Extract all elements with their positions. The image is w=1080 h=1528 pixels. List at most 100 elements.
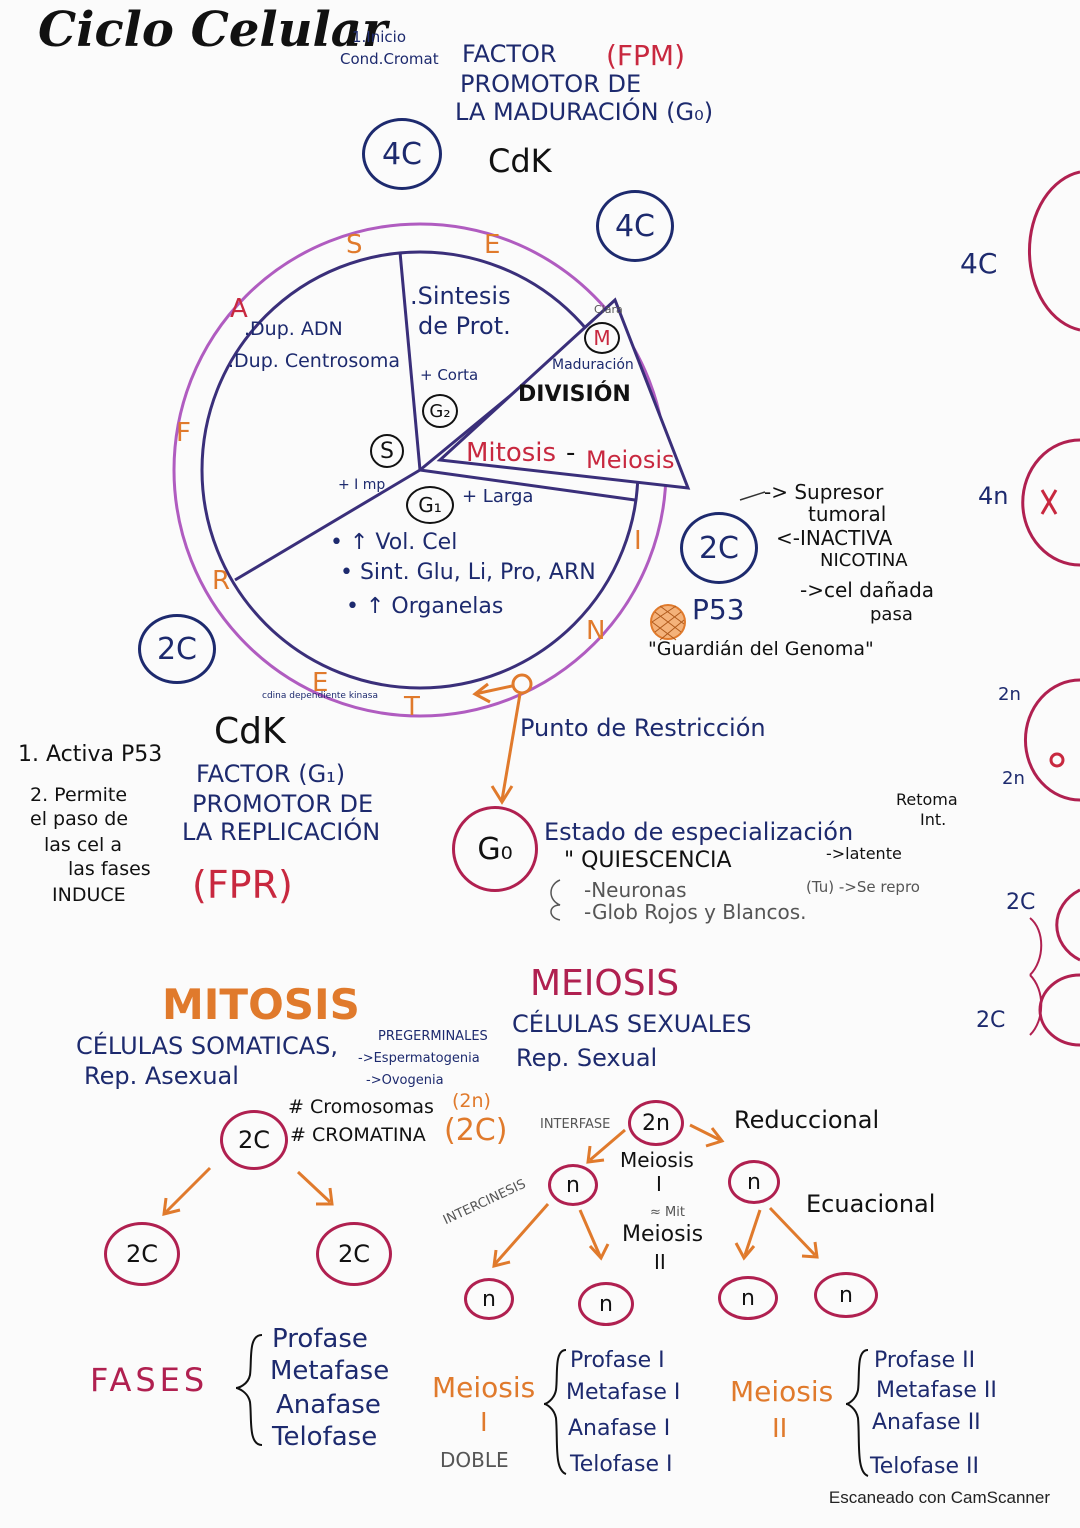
fpr-note2c: las cel a xyxy=(44,834,122,856)
fpr-note2e: INDUCE xyxy=(52,884,126,906)
edge-circle-3 xyxy=(1023,678,1080,802)
mitosis-l2: Rep. Asexual xyxy=(84,1062,239,1090)
meiosis-interfase: INTERFASE xyxy=(540,1117,611,1132)
meiosis1-phase: Anafase I xyxy=(568,1416,671,1441)
g1-label: G₁ xyxy=(406,486,454,524)
edge-label: 2C xyxy=(1006,890,1036,915)
ring-letter: E xyxy=(312,668,329,698)
mitosis-phase: Metafase xyxy=(270,1356,390,1386)
restriction-arrow-down xyxy=(500,693,522,801)
meiosis1-doble: DOBLE xyxy=(440,1448,509,1472)
mitosis-phase: Telofase xyxy=(272,1422,378,1452)
meiosis2-num: II xyxy=(772,1414,788,1444)
page-title: Ciclo Celular xyxy=(38,2,388,58)
ring-letter: A xyxy=(230,294,248,324)
p53-name: P53 xyxy=(692,593,745,626)
meiosis-mid-cell: n xyxy=(548,1164,598,1206)
meiosis-leaf-cell: n xyxy=(464,1278,514,1320)
mitosis-phase: Profase xyxy=(272,1324,368,1354)
ring-letter: T xyxy=(404,692,420,722)
meiosis1-phase: Metafase I xyxy=(566,1380,681,1405)
meiosis-parent-cell: 2n xyxy=(628,1100,684,1146)
meiosis-title: MEIOSIS xyxy=(530,963,680,1004)
g0-int: Int. xyxy=(920,810,947,829)
scanner-footer: Escaneado con CamScanner xyxy=(828,1488,1050,1507)
edge-circle-5 xyxy=(1038,973,1080,1047)
restriction-label: Punto de Restricción xyxy=(520,714,766,742)
meiosis1-num: I xyxy=(480,1408,488,1438)
mitosis-pre: PREGERMINALES xyxy=(378,1029,488,1044)
fpr-note2d: las fases xyxy=(68,858,151,880)
ring-letter: I xyxy=(634,526,642,556)
m-division: DIVISIÓN xyxy=(518,382,631,407)
chromatin-badge: 4C xyxy=(362,118,442,190)
g0-glob: -Glob Rojos y Blancos. xyxy=(584,900,807,924)
ring-letter: R xyxy=(212,566,231,596)
g0-state: Estado de especialización xyxy=(544,818,854,846)
g0-latente: ->latente xyxy=(826,844,902,863)
edge-label: 4n xyxy=(978,482,1009,510)
meiosis-2-num: II xyxy=(654,1250,666,1274)
meiosis-1-num: I xyxy=(656,1172,662,1196)
mitosis-parent-cell: 2C xyxy=(220,1110,288,1170)
edge-label: 2n xyxy=(1002,768,1025,789)
p53-l5: ->cel dañada xyxy=(800,578,935,602)
fpr-abbr: (FPR) xyxy=(192,863,293,907)
meiosis-l2: Rep. Sexual xyxy=(516,1044,658,1072)
s-phase-label: S xyxy=(370,434,404,468)
meiosis-leaf-cell: n xyxy=(718,1276,778,1320)
ring-letter: F xyxy=(176,418,191,448)
ring-letter: N xyxy=(586,616,606,646)
m-phase-wedge xyxy=(436,297,691,490)
meiosis2-phase: Telofase II xyxy=(870,1454,980,1479)
restriction-point xyxy=(511,673,533,695)
meiosis-2-label: Meiosis xyxy=(622,1222,704,1247)
g0-tu: (Tu) ->Se repro xyxy=(806,878,920,896)
meiosis-l1: CÉLULAS SEXUALES xyxy=(512,1010,752,1038)
meiosis1-phase: Telofase I xyxy=(570,1452,673,1477)
meiosis2-phase: Profase II xyxy=(874,1348,976,1373)
m-note: Maduración xyxy=(552,357,634,373)
fpm-note-inicio: 1.Inicio xyxy=(352,28,407,46)
brace-meiosis2 xyxy=(845,1349,869,1477)
g2-item: .Sintesis xyxy=(410,282,511,310)
edge-label: 2n xyxy=(998,684,1021,705)
mitosis-l1: CÉLULAS SOMATICAS, xyxy=(76,1032,339,1060)
p53-l4: NICOTINA xyxy=(820,550,908,571)
edge-circle-1 xyxy=(1028,170,1080,332)
m-mitosis: Mitosis xyxy=(466,438,557,468)
m-top-note: Clara xyxy=(594,303,623,316)
s-phase-note: + I mp xyxy=(338,477,386,493)
chromatin-badge: 2C xyxy=(138,614,216,684)
mitosis-cromatina: # CROMATINA xyxy=(290,1124,426,1146)
meiosis-reduccional: Reduccional xyxy=(734,1106,880,1134)
mitosis-phase: Anafase xyxy=(276,1390,381,1420)
edge-circle-2 xyxy=(1021,438,1080,567)
m-dash: - xyxy=(566,438,576,468)
fpr-small: cdina dependiente kinasa xyxy=(262,691,378,701)
restriction-arrow-left xyxy=(474,684,513,696)
fpr-line2: PROMOTOR DE xyxy=(192,790,374,818)
mitosis-daughter-cell: 2C xyxy=(104,1222,180,1286)
meiosis2-phase: Anafase II xyxy=(872,1410,981,1435)
p53-l2: tumoral xyxy=(808,502,887,526)
fpr-line3: LA REPLICACIÓN xyxy=(182,818,381,846)
meiosis1-label: Meiosis xyxy=(432,1371,536,1404)
edge-label: 4C xyxy=(960,247,998,280)
fpr-note2b: el paso de xyxy=(30,808,129,830)
mitosis-title: MITOSIS xyxy=(162,980,360,1029)
mitosis-ovo: ->Ovogenia xyxy=(366,1073,444,1088)
fpm-line3: LA MADURACIÓN (G₀) xyxy=(455,98,714,126)
chromatin-badge: 2C xyxy=(680,512,758,584)
meiosis-mid-cell: n xyxy=(728,1160,780,1204)
s-phase-item: .Dup. ADN xyxy=(244,318,343,340)
g0-neuronas: -Neuronas xyxy=(584,878,687,902)
edge-circle-4 xyxy=(1055,888,1080,962)
meiosis-leaf-cell: n xyxy=(578,1282,634,1326)
ring-letter: E xyxy=(484,230,501,260)
g1-note: + Larga xyxy=(462,486,534,507)
s-phase-item: .Dup. Centrosoma xyxy=(228,350,400,372)
meiosis1-phase: Profase I xyxy=(570,1348,665,1373)
fpm-line2: PROMOTOR DE xyxy=(460,70,642,98)
